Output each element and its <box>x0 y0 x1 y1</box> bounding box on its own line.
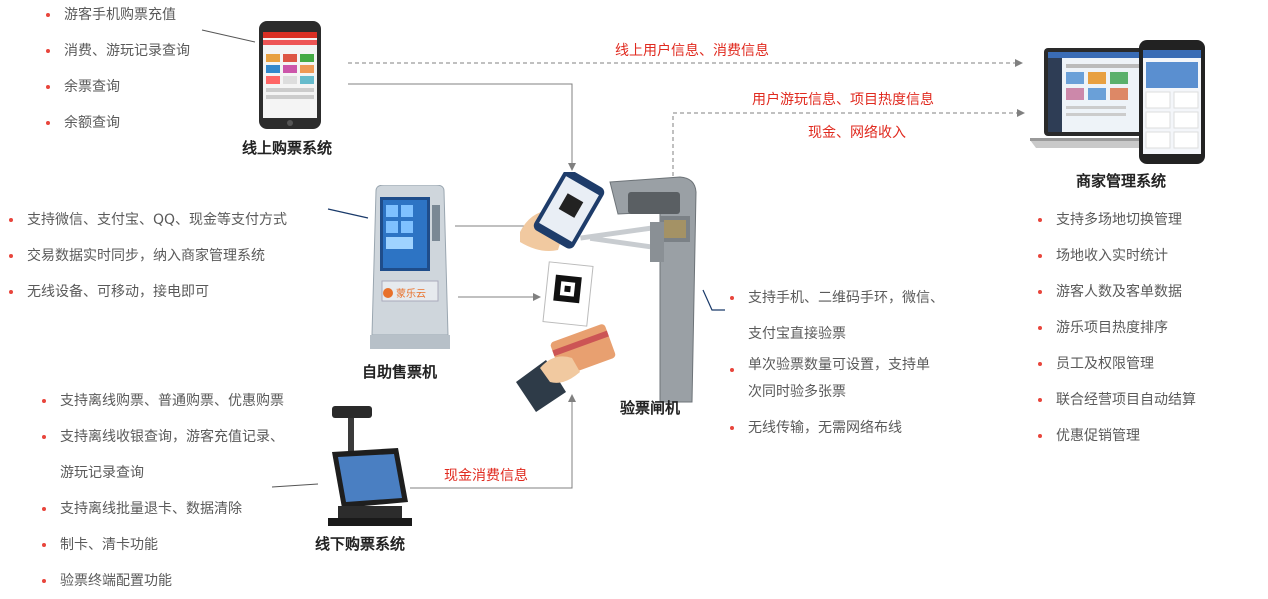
merchant-feature-list: 支持多场地切换管理 场地收入实时统计 游客人数及客单数据 游乐项目热度排序 员工… <box>1036 202 1196 454</box>
gate-title: 验票闸机 <box>620 399 681 417</box>
list-item: 支持手机、二维码手环，微信、 支付宝直接验票 <box>728 280 968 352</box>
list-item: 支持离线收银查询，游客充值记录、 <box>40 419 284 455</box>
kiosk-brand-text: 蒙乐云 <box>396 287 426 300</box>
kiosk-illustration: 蒙乐云 <box>364 184 456 357</box>
list-item: 场地收入实时统计 <box>1036 238 1196 274</box>
list-item: 支持微信、支付宝、QQ、现金等支付方式 <box>7 202 287 238</box>
list-item: 制卡、清卡功能 <box>40 527 284 563</box>
list-item: 单次验票数量可设置，支持单 次同时验多张票 <box>728 352 968 406</box>
list-item: 余票查询 <box>44 69 190 105</box>
gate-feature-list: 支持手机、二维码手环，微信、 支付宝直接验票 单次验票数量可设置，支持单 次同时… <box>728 280 968 446</box>
list-item: 游乐项目热度排序 <box>1036 310 1196 346</box>
gate-feature-2-line-2: 次同时验多张票 <box>748 384 846 400</box>
online-feature-list: 游客手机购票充值 消费、游玩记录查询 余票查询 余额查询 <box>44 0 190 141</box>
flow-gate-to-merchant <box>672 109 1025 190</box>
list-item: 支持离线批量退卡、数据清除 <box>40 491 284 527</box>
pos-terminal-illustration <box>318 402 414 532</box>
list-item: 消费、游玩记录查询 <box>44 33 190 69</box>
gate-illustration <box>510 169 710 416</box>
list-item: 联合经营项目自动结算 <box>1036 382 1196 418</box>
kiosk-title: 自助售票机 <box>362 363 438 381</box>
online-system-title: 线上购票系统 <box>242 139 333 157</box>
list-item: 游客手机购票充值 <box>44 0 190 33</box>
online-phone-illustration <box>258 20 322 134</box>
list-item: 无线传输，无需网络布线 <box>728 410 968 446</box>
flow-offline-to-card <box>410 394 576 489</box>
list-item: 余额查询 <box>44 105 190 141</box>
list-item: 游客人数及客单数据 <box>1036 274 1196 310</box>
gate-feature-1-line-1: 支持手机、二维码手环，微信、 <box>748 290 944 306</box>
merchant-devices-illustration <box>1028 40 1210 172</box>
offline-feature-list: 支持离线购票、普通购票、优惠购票 支持离线收银查询，游客充值记录、 游玩记录查询… <box>40 383 284 599</box>
flow-label-user-play-info: 用户游玩信息、项目热度信息 <box>752 92 934 108</box>
list-item: 支持离线购票、普通购票、优惠购票 <box>40 383 284 419</box>
kiosk-feature-list: 支持微信、支付宝、QQ、现金等支付方式 交易数据实时同步，纳入商家管理系统 无线… <box>7 202 287 310</box>
flow-label-cash-network-income: 现金、网络收入 <box>808 125 906 141</box>
list-item: 支持多场地切换管理 <box>1036 202 1196 238</box>
list-item: 无线设备、可移动，接电即可 <box>7 274 287 310</box>
gate-feature-2-line-1: 单次验票数量可设置，支持单 <box>748 357 930 373</box>
gate-feature-1-line-2: 支付宝直接验票 <box>748 326 846 342</box>
flow-online-to-gate <box>348 83 576 171</box>
list-item: 交易数据实时同步，纳入商家管理系统 <box>7 238 287 274</box>
merchant-system-title: 商家管理系统 <box>1076 172 1167 190</box>
flow-label-cash-consumption: 现金消费信息 <box>444 468 528 484</box>
list-item: 员工及权限管理 <box>1036 346 1196 382</box>
list-item: 优惠促销管理 <box>1036 418 1196 454</box>
offline-system-title: 线下购票系统 <box>315 535 406 553</box>
flow-label-online-user-info: 线上用户信息、消费信息 <box>615 43 769 59</box>
list-item: 验票终端配置功能 <box>40 563 284 599</box>
list-item-continuation: 游玩记录查询 <box>60 465 144 481</box>
